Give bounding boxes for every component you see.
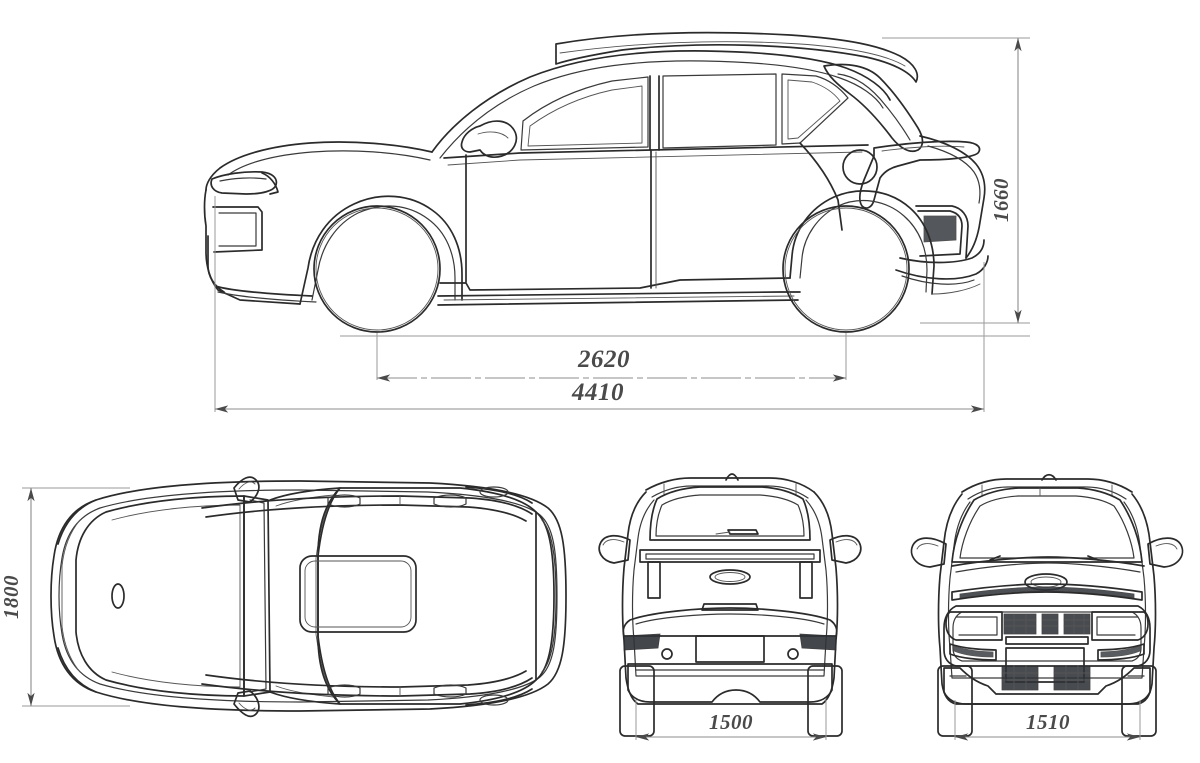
headlight-side	[210, 170, 279, 195]
rear-reflector-left	[661, 648, 673, 660]
front-bumper-side	[203, 189, 317, 305]
headlight-front-left	[945, 611, 1003, 661]
side-mirror	[460, 120, 518, 159]
front-roof-fin	[1041, 473, 1057, 481]
rear-license-plate	[695, 635, 765, 663]
rear-bumper-side	[895, 205, 989, 285]
rear-bumper-corner-left	[623, 633, 661, 651]
roof-panel-top	[317, 487, 537, 705]
hood-line	[205, 141, 433, 191]
rear-wheel	[782, 205, 910, 333]
roof-rail-side	[555, 31, 919, 83]
rear-view-dimensions: 1500	[635, 700, 827, 741]
front-mirror-left	[910, 537, 947, 568]
greenhouse-outline	[431, 50, 891, 153]
tail-light-side	[858, 140, 981, 209]
dimension-length-label: 4410	[571, 379, 624, 406]
front-wheel-arch	[299, 195, 463, 305]
top-front-bumper	[57, 499, 97, 693]
rear-quarter-panel	[799, 142, 843, 231]
dimension-rear-track-label: 1500	[709, 710, 753, 734]
roof-rails-top	[201, 495, 533, 697]
front-mirror-right	[1147, 537, 1184, 568]
beltline	[443, 144, 869, 159]
top-plan-view	[50, 476, 567, 718]
rear-badge-inner	[714, 572, 746, 582]
rear-roof-fin	[725, 473, 739, 481]
hood-front	[951, 556, 1145, 567]
rear-view-mirror-left	[598, 534, 631, 564]
rear-roof-spoiler	[823, 63, 924, 153]
front-badge-inner	[1030, 576, 1062, 588]
tailgate-line	[919, 135, 986, 259]
rear-tail-lights	[639, 549, 821, 599]
side-window-rear	[662, 73, 777, 149]
top-mirror-left	[233, 476, 260, 503]
rear-elevation-view	[598, 473, 862, 737]
front-lower-bumper	[943, 667, 1151, 705]
grille-mesh-lower	[1001, 665, 1091, 691]
dimension-height-label: 1660	[989, 178, 1013, 222]
tailgate-top	[535, 511, 555, 681]
rear-spoiler-top	[465, 486, 533, 706]
front-plate-panel	[1005, 647, 1085, 683]
top-mirror-right	[233, 690, 260, 718]
top-hood-badge	[111, 583, 125, 609]
front-wheel	[313, 205, 441, 333]
top-door-handles	[327, 494, 467, 698]
dimension-width-label: 1800	[0, 575, 23, 619]
rear-badge	[709, 569, 751, 585]
rear-bumper-upper	[622, 607, 838, 637]
sunroof	[299, 555, 417, 633]
rear-lower-bumper	[627, 663, 833, 703]
headlight-front-right	[1091, 611, 1149, 661]
rear-wiper	[727, 529, 759, 535]
rear-bumper-garnish	[701, 603, 759, 611]
top-rear-lamp-left	[479, 486, 509, 498]
front-light-bar	[951, 583, 1143, 601]
front-elevation-view	[910, 473, 1184, 737]
side-view-dimensions: 1660 2620 4410	[214, 37, 1030, 413]
rear-window	[649, 486, 811, 541]
windshield-front	[951, 487, 1143, 563]
b-pillar	[649, 75, 660, 151]
dimension-wheelbase-label: 2620	[577, 346, 630, 373]
fuel-filler-cap	[842, 149, 878, 185]
quarter-window	[781, 73, 849, 145]
rear-bumper-corner-right	[799, 633, 837, 651]
front-view-dimensions: 1510	[954, 700, 1141, 741]
top-view-dimensions: 1800	[0, 487, 130, 707]
grille-mesh-upper	[1003, 613, 1091, 645]
side-elevation-view	[203, 31, 989, 333]
rear-view-mirror-right	[829, 534, 862, 564]
side-window-front	[520, 76, 649, 151]
top-hood-panel	[75, 495, 245, 697]
rocker-panel	[437, 277, 801, 306]
sunroof-inner	[304, 560, 412, 628]
dimension-front-track-label: 1510	[1026, 710, 1070, 734]
rear-reflector-right	[787, 648, 799, 660]
top-rear-lamp-right	[479, 694, 509, 706]
